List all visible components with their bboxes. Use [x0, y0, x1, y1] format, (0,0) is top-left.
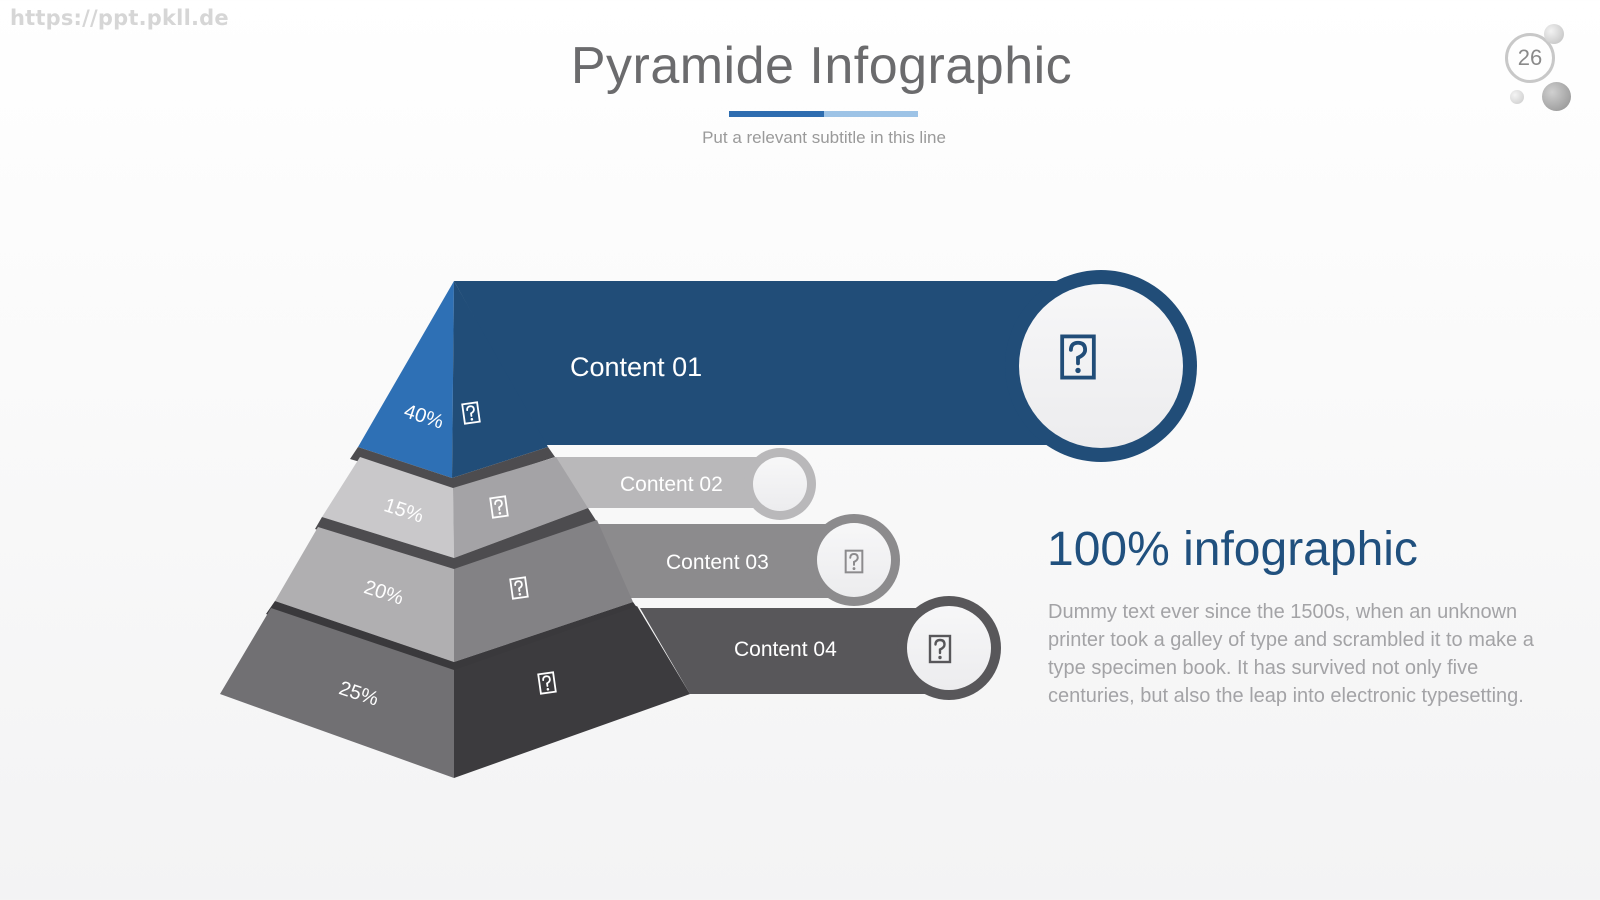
pyramid-face-right-01 — [452, 281, 548, 478]
banner-03 — [596, 524, 853, 598]
info-heading: 100% infographic — [1047, 523, 1418, 576]
content-label-03: Content 03 — [666, 551, 769, 574]
decor-dot-dark — [1542, 82, 1571, 111]
pyramid-face-left-01 — [358, 281, 454, 478]
banner-04 — [640, 608, 945, 694]
banner-disc-03 — [817, 523, 891, 597]
level-03: 20% Content 03 — [275, 508, 900, 662]
info-body-text: Dummy text ever since the 1500s, when an… — [1048, 601, 1534, 707]
pyramid-face-right-02 — [453, 457, 588, 558]
pyramid-face-right-04 — [454, 606, 690, 778]
title-underline-right — [824, 111, 918, 117]
watermark: https://ppt.pkll.de — [10, 6, 229, 30]
banner-disc-02 — [753, 457, 807, 511]
pyramid-face-left-03 — [275, 527, 454, 662]
page-title: Pyramide Infographic — [570, 37, 1073, 95]
banner-01 — [454, 281, 1100, 445]
level-02: 15% Content 02 — [322, 447, 816, 558]
pyramid-face-left-02 — [322, 457, 454, 558]
page-subtitle: Put a relevant subtitle in this line — [702, 128, 946, 147]
banner-disc-01 — [1019, 284, 1183, 448]
content-label-04: Content 04 — [734, 638, 837, 661]
decor-dot-large — [1544, 24, 1564, 44]
level-04: 25% Content 04 — [220, 596, 1001, 778]
page-number: 26 — [1517, 45, 1543, 70]
pyramid-face-left-04 — [220, 608, 454, 778]
banner-02 — [553, 457, 780, 508]
decor-dot-small — [1510, 90, 1524, 104]
content-label-02: Content 02 — [620, 473, 723, 496]
content-label-01: Content 01 — [570, 352, 702, 382]
level-01: 40% Content 01 — [358, 270, 1197, 478]
page-number-badge: 26 — [1505, 33, 1555, 83]
title-underline-left — [729, 111, 824, 117]
pyramid-face-right-03 — [454, 520, 633, 662]
